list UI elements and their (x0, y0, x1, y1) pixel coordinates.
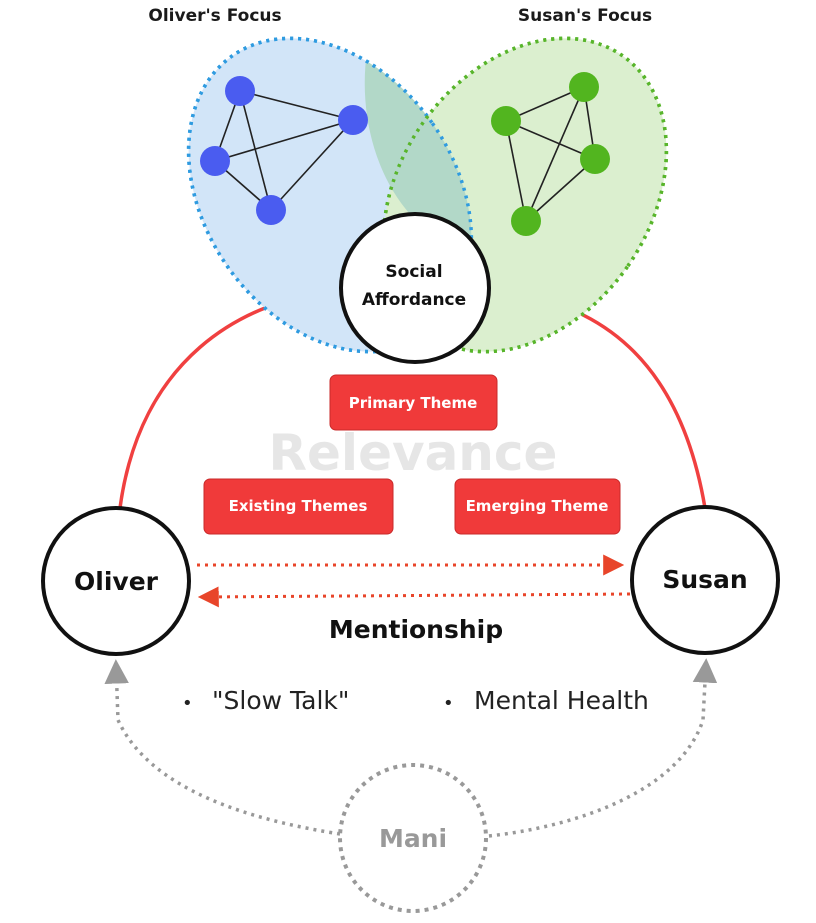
bullet-slow-talk: "Slow Talk" (212, 686, 349, 715)
network-edge (214, 119, 354, 162)
primary-theme-label: Primary Theme (349, 394, 478, 412)
existing-themes-box (203, 478, 394, 535)
relevance-label: Relevance (269, 424, 558, 482)
network-edge (505, 120, 527, 222)
network-node (511, 206, 541, 236)
mani-arrow-to-oliver (104, 659, 341, 836)
bullet-marker: • (182, 693, 193, 714)
focus-overlap (364, 38, 472, 254)
network-edge (525, 158, 596, 222)
network-node (200, 146, 230, 176)
network-node (569, 72, 599, 102)
susan-focus-title: Susan's Focus (518, 6, 652, 26)
network-edge (239, 90, 272, 211)
bullet-marker: • (443, 693, 454, 714)
network-node (256, 195, 286, 225)
social-affordance-line2: Affordance (362, 290, 466, 310)
network-node (338, 105, 368, 135)
emerging-theme-label: Emerging Theme (466, 497, 609, 515)
oliver-focus-title: Oliver's Focus (148, 6, 281, 26)
primary-theme-box (329, 374, 498, 431)
mani-node (338, 763, 488, 913)
network-edge (525, 86, 585, 222)
network-node (580, 144, 610, 174)
social-affordance-line1: Social (385, 262, 442, 282)
oliver-network (200, 76, 368, 225)
emerging-theme-box (454, 478, 621, 535)
mention-arrow-susan-to-oliver (197, 586, 631, 608)
mani-arrow-to-susan (488, 658, 718, 838)
susan-network (491, 72, 610, 236)
oliver-label: Oliver (74, 567, 159, 596)
network-node (225, 76, 255, 106)
oliver-node (41, 506, 191, 656)
social-affordance-circle (339, 212, 491, 364)
network-edge (239, 90, 354, 121)
existing-themes-label: Existing Themes (229, 497, 368, 515)
network-node (491, 106, 521, 136)
bullet-mental-health: Mental Health (474, 686, 649, 715)
network-edge (270, 119, 354, 211)
susan-label: Susan (662, 565, 747, 594)
mentionship-title: Mentionship (329, 615, 503, 644)
susan-node (630, 505, 780, 655)
network-edge (505, 120, 596, 160)
mani-label: Mani (379, 824, 447, 853)
